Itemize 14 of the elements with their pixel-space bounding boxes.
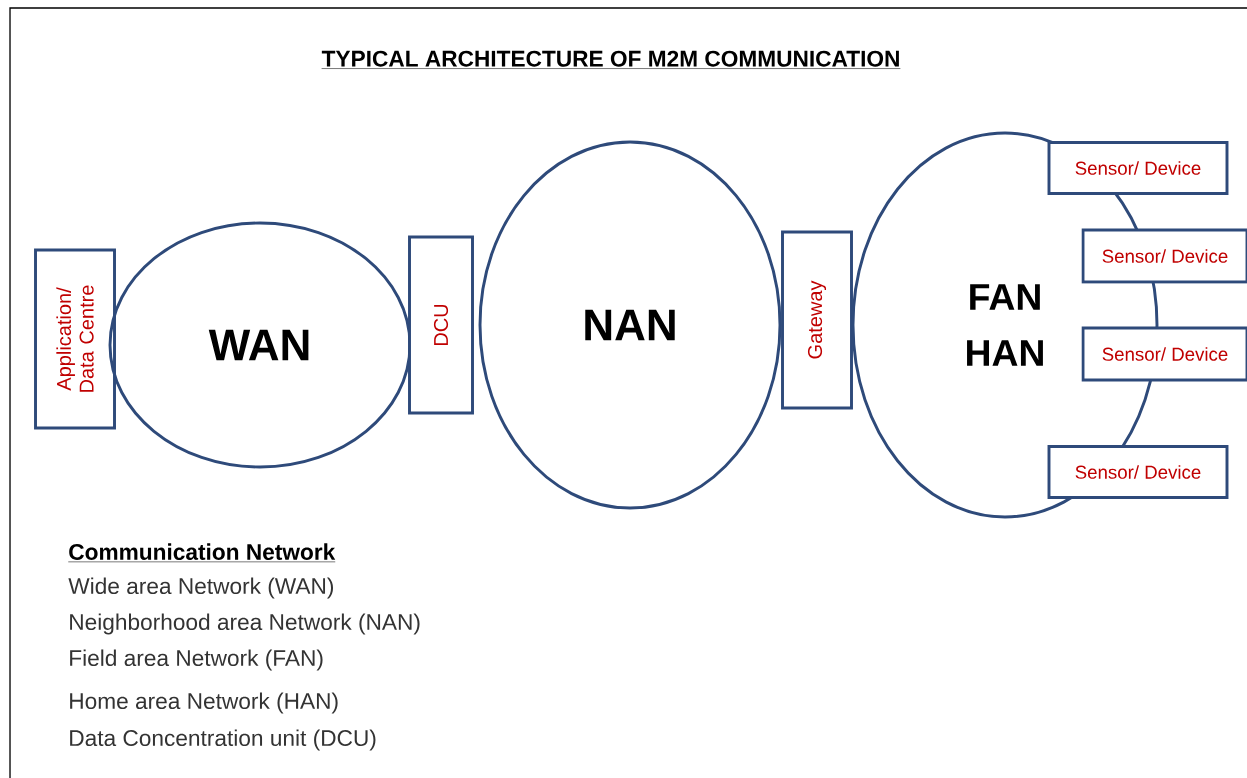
legend-heading: Communication Network	[68, 543, 336, 563]
legend-text: Wide area Network (WAN)	[68, 577, 333, 599]
sensor-box: Sensor/ Device	[1047, 445, 1229, 499]
sensor-box: Sensor/ Device	[1047, 141, 1229, 195]
sensor-box: Sensor/ Device	[1081, 228, 1247, 284]
legend-text: Home area Network (HAN)	[70, 692, 338, 714]
sensor-box: Sensor/ Device	[1081, 326, 1247, 382]
label-box: Gateway	[781, 230, 853, 410]
label-box: DCU	[408, 235, 474, 415]
legend-text: Field area Network (FAN)	[70, 649, 323, 671]
legend-text: Data Concentration unit (DCU)	[70, 729, 376, 751]
label-box: Application/ Data Centre	[34, 248, 116, 430]
legend-text: Neighborhood area Network (NAN)	[70, 613, 420, 635]
title: TYPICAL ARCHITECTURE OF M2M COMMUNICATION	[321, 50, 901, 69]
